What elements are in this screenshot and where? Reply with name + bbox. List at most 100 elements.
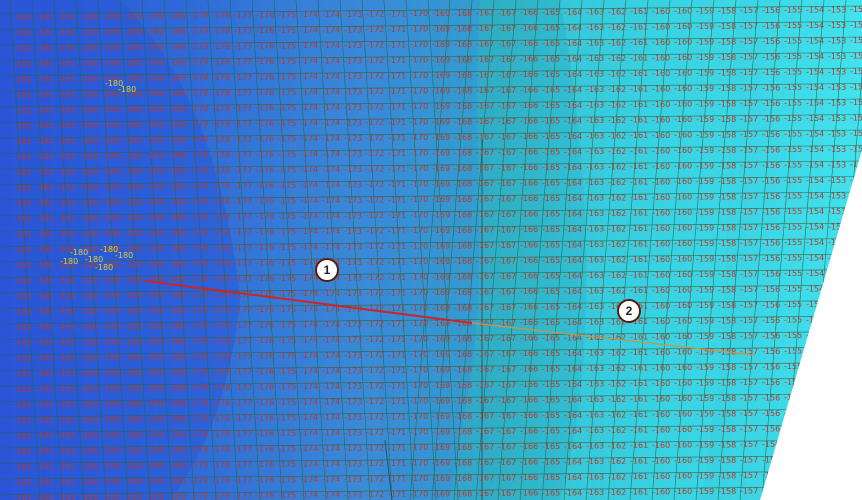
elevation-label: -174 <box>300 72 318 81</box>
elevation-label: -155 <box>784 269 802 278</box>
elevation-label: -178 <box>212 42 230 51</box>
elevation-label: -169 <box>432 381 450 390</box>
elevation-label: -160 <box>652 255 670 264</box>
elevation-label: -180 <box>102 90 120 99</box>
elevation-label: -171 <box>388 133 406 142</box>
elevation-label: -174 <box>322 26 340 35</box>
elevation-label: -181 <box>14 121 32 130</box>
elevation-label: -180 <box>168 368 186 377</box>
elevation-label: -169 <box>432 288 450 297</box>
elevation-label: -173 <box>344 490 362 499</box>
elevation-label: -176 <box>256 26 274 35</box>
elevation-label: -179 <box>190 306 208 315</box>
elevation-label: -154 <box>806 37 824 46</box>
elevation-label: -167 <box>498 163 516 172</box>
elevation-label: -167 <box>498 132 516 141</box>
elevation-label: -181 <box>14 400 32 409</box>
elevation-label: -169 <box>432 396 450 405</box>
elevation-label: -162 <box>608 255 626 264</box>
elevation-label: -172 <box>366 165 384 174</box>
elevation-label: -162 <box>608 457 626 466</box>
elevation-label: -180 <box>80 322 98 331</box>
elevation-label: -166 <box>520 179 538 188</box>
elevation-label: -174 <box>322 320 340 329</box>
elevation-label: -163 <box>586 442 604 451</box>
section-marker-2[interactable]: 2 <box>617 299 641 323</box>
elevation-label: -155 <box>784 130 802 139</box>
elevation-label: -163 <box>586 318 604 327</box>
elevation-label: -180 <box>80 136 98 145</box>
elevation-label: -174 <box>322 134 340 143</box>
elevation-label: -175 <box>278 103 296 112</box>
elevation-label: -180 <box>102 276 120 285</box>
elevation-label: -165 <box>542 23 560 32</box>
elevation-label: -178 <box>212 197 230 206</box>
elevation-label: -181 <box>58 121 76 130</box>
elevation-label: -179 <box>190 73 208 82</box>
elevation-label: -158 <box>718 99 736 108</box>
elevation-label: -175 <box>278 181 296 190</box>
elevation-label: -180 <box>102 152 120 161</box>
elevation-label: -181 <box>36 338 54 347</box>
elevation-label: -176 <box>256 88 274 97</box>
elevation-label: -180 <box>102 12 120 21</box>
elevation-label: -172 <box>366 273 384 282</box>
elevation-label: -158 <box>718 440 736 449</box>
elevation-label: -158 <box>718 130 736 139</box>
elevation-label: -181 <box>14 13 32 22</box>
elevation-label: -172 <box>366 475 384 484</box>
elevation-label: -167 <box>498 225 516 234</box>
elevation-label: -163 <box>586 209 604 218</box>
elevation-label: -163 <box>586 85 604 94</box>
elevation-label: -164 <box>564 287 582 296</box>
elevation-label: -178 <box>212 476 230 485</box>
elevation-label: -158 <box>718 84 736 93</box>
elevation-label: -170 <box>410 149 428 158</box>
elevation-label: -160 <box>652 38 670 47</box>
elevation-label: -178 <box>212 430 230 439</box>
elevation-label: -174 <box>322 289 340 298</box>
elevation-label: -174 <box>322 305 340 314</box>
elevation-label: -180 <box>80 446 98 455</box>
section-marker-1[interactable]: 1 <box>315 258 339 282</box>
elevation-label: -168 <box>454 102 472 111</box>
elevation-label: -177 <box>234 104 252 113</box>
elevation-label: -160 <box>674 177 692 186</box>
elevation-label: -180 <box>80 291 98 300</box>
elevation-label: -165 <box>542 132 560 141</box>
elevation-label: -174 <box>300 289 318 298</box>
elevation-label: -181 <box>14 261 32 270</box>
elevation-label: -165 <box>542 488 560 497</box>
elevation-label: -166 <box>520 287 538 296</box>
elevation-label: -156 <box>762 331 780 340</box>
elevation-label: -167 <box>498 101 516 110</box>
elevation-label: -166 <box>520 427 538 436</box>
elevation-label: -166 <box>520 334 538 343</box>
elevation-label: -168 <box>454 195 472 204</box>
elevation-label: -172 <box>366 10 384 19</box>
elevation-label: -162 <box>608 286 626 295</box>
elevation-label: -174 <box>300 444 318 453</box>
elevation-label: -159 <box>696 286 714 295</box>
elevation-label: -175 <box>278 88 296 97</box>
elevation-label: -165 <box>542 194 560 203</box>
section-markers[interactable]: 12 <box>315 258 641 323</box>
elevation-label: -172 <box>366 289 384 298</box>
elevation-label: -153 <box>828 176 846 185</box>
elevation-label: -159 <box>696 53 714 62</box>
elevation-label: -178 <box>212 399 230 408</box>
elevation-label: -160 <box>674 7 692 16</box>
elevation-label: -178 <box>212 228 230 237</box>
elevation-label: -180 <box>168 166 186 175</box>
elevation-label: -180 <box>146 415 164 424</box>
elevation-label: -159 <box>696 363 714 372</box>
elevation-label: -158 <box>718 487 736 496</box>
elevation-label: -167 <box>476 210 494 219</box>
elevation-label: -170 <box>410 443 428 452</box>
elevation-label: -173 <box>344 289 362 298</box>
elevation-label: -173 <box>344 444 362 453</box>
elevation-label: -173 <box>344 165 362 174</box>
elevation-label: -180 <box>146 384 164 393</box>
